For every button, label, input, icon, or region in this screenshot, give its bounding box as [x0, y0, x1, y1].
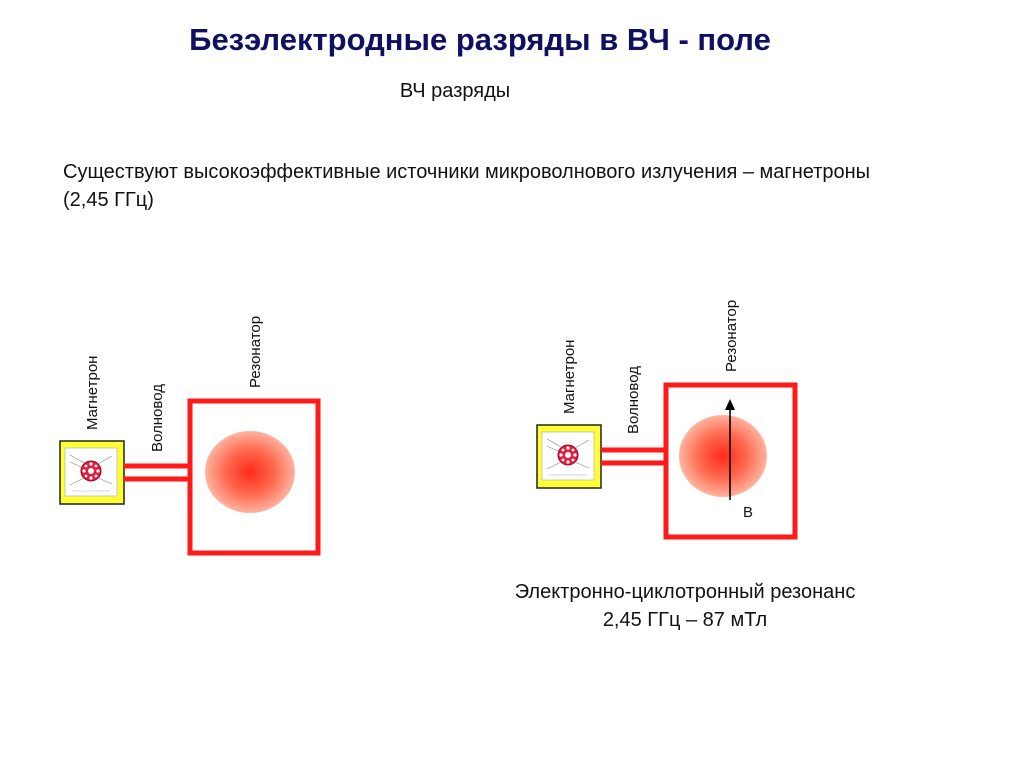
ecr-line-1: Электронно-циклотронный резонанс	[514, 581, 856, 603]
plasma-glow-icon	[205, 431, 295, 513]
magnetron-icon	[69, 454, 113, 492]
body-text: Существуют высокоэффективные источники м…	[63, 158, 1003, 214]
magnetron-right	[536, 424, 602, 489]
arrow-up-icon	[725, 399, 735, 500]
label-magnetron-left: Магнетрон	[84, 356, 101, 430]
diagram-left: Магнетрон Волновод Резонатор	[59, 316, 321, 556]
ecr-line-2: 2,45 ГГц – 87 мТл	[602, 609, 768, 631]
resonator-left	[187, 398, 321, 556]
label-waveguide-left: Волновод	[149, 384, 166, 452]
waveguide-right	[601, 447, 666, 466]
ecr-caption: Электронно-циклотронный резонанс 2,45 ГГ…	[470, 578, 900, 634]
waveguide-left	[124, 463, 190, 482]
body-line-1: Существуют высокоэффективные источники м…	[63, 161, 871, 183]
diagram-right: B Магнетрон Волновод Резонатор	[536, 300, 798, 540]
label-field-b: B	[743, 504, 753, 521]
label-resonator-right: Резонатор	[723, 300, 740, 372]
label-resonator-left: Резонатор	[247, 316, 264, 388]
body-line-2: (2,45 ГГц)	[63, 189, 154, 211]
slide-subtitle: ВЧ разряды	[399, 80, 511, 102]
magnetron-left	[59, 440, 125, 505]
plasma-glow-icon	[679, 415, 767, 497]
label-magnetron-right: Магнетрон	[561, 340, 578, 414]
magnetron-icon	[546, 438, 590, 476]
resonator-right	[663, 382, 798, 540]
label-waveguide-right: Волновод	[625, 366, 642, 434]
slide-title: Безэлектродные разряды в ВЧ - поле	[189, 22, 771, 57]
